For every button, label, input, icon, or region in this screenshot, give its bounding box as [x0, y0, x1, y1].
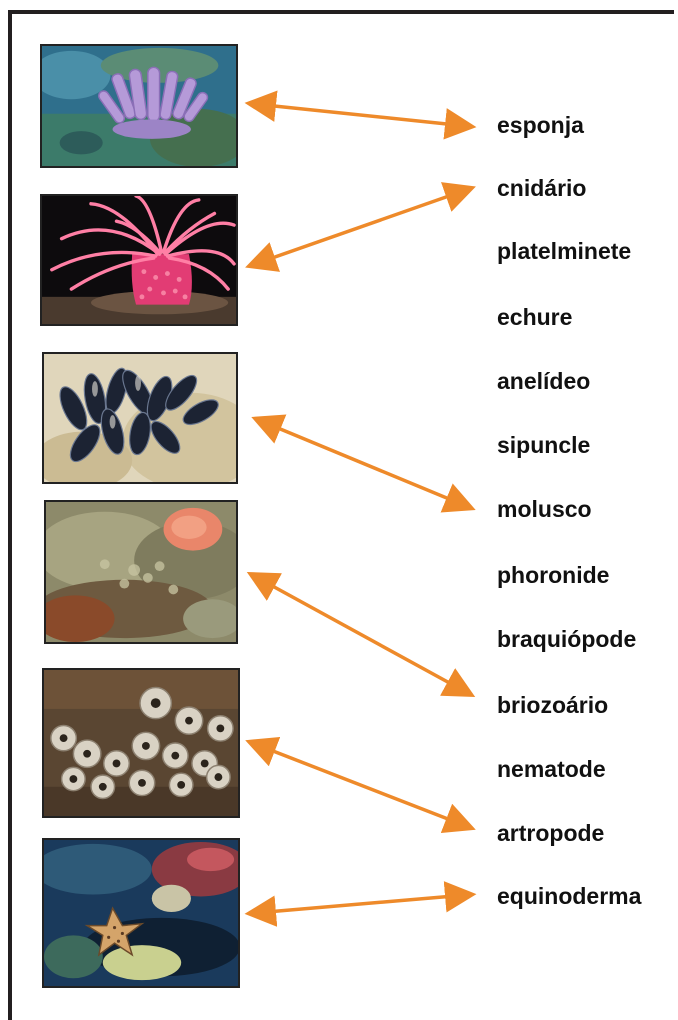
arrow-barnacles-artropode — [255, 744, 466, 826]
arrow-seastar-equinoderma — [255, 895, 466, 913]
arrow-bryozoan-briozoario — [256, 577, 466, 692]
arrow-mussels-molusco — [261, 421, 466, 506]
arrow-anemone-cnidario — [255, 190, 466, 264]
arrow-sponge-esponja — [255, 104, 466, 126]
